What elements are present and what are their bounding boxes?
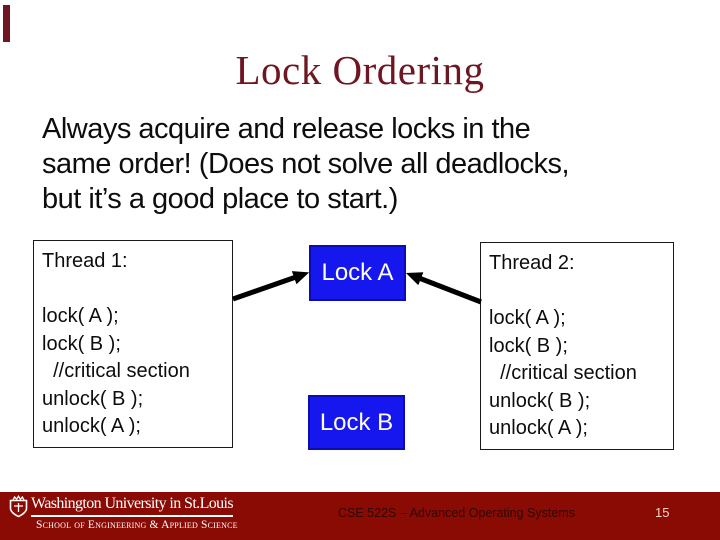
thread1-code-line-5: unlock( A ); xyxy=(42,415,141,437)
thread1-code-line-2: lock( B ); xyxy=(42,332,121,355)
body-line-1: Always acquire and release locks in the xyxy=(42,113,531,145)
thread2-code-line-2: lock( B ); xyxy=(489,334,568,357)
thread2-code-line-3: //critical section xyxy=(489,362,637,384)
body-line-3: but it’s a good place to start.) xyxy=(42,183,398,215)
slide-title: Lock Ordering xyxy=(235,47,485,93)
thread2-title: Thread 2: xyxy=(489,252,575,274)
washu-shield-icon xyxy=(9,495,28,518)
deadlock-arrows xyxy=(232,271,482,305)
thread1-code-line-3: //critical section xyxy=(42,360,190,382)
thread2-gap xyxy=(489,278,665,306)
thread2-to-lock-a-arrow xyxy=(405,272,482,305)
thread1-gap xyxy=(42,276,224,304)
wordmark-divider xyxy=(31,515,233,517)
university-wordmark: Washington University in St.Louis xyxy=(31,495,234,512)
thread1-box: Thread 1: lock( A ); lock( B ); //critic… xyxy=(33,240,233,448)
thread2-code-line-1: lock( A ); xyxy=(489,307,566,329)
body-text: Always acquire and release locks in the … xyxy=(42,112,692,217)
course-title: CSE 522S – Advanced Operating Systems xyxy=(338,506,575,520)
thread2-box: Thread 2: lock( A ); lock( B ); //critic… xyxy=(480,242,674,450)
corner-accent-mark xyxy=(3,5,10,42)
footer-bar: Washington University in St.Louis School… xyxy=(0,492,720,540)
lock-a-box: Lock A xyxy=(309,245,406,301)
body-line-2: same order! (Does not solve all deadlock… xyxy=(42,148,570,180)
lock-b-box: Lock B xyxy=(308,395,405,450)
thread1-to-lock-a-arrow xyxy=(232,271,310,302)
thread1-code-line-4: unlock( B ); xyxy=(42,387,144,410)
school-name: School of Engineering & Applied Science xyxy=(36,519,238,531)
thread1-code-line-1: lock( A ); xyxy=(42,305,119,327)
page-number: 15 xyxy=(655,505,670,520)
thread1-title: Thread 1: xyxy=(42,250,128,272)
thread2-code-line-5: unlock( A ); xyxy=(489,417,588,439)
thread2-code-line-4: unlock( B ); xyxy=(489,389,591,412)
